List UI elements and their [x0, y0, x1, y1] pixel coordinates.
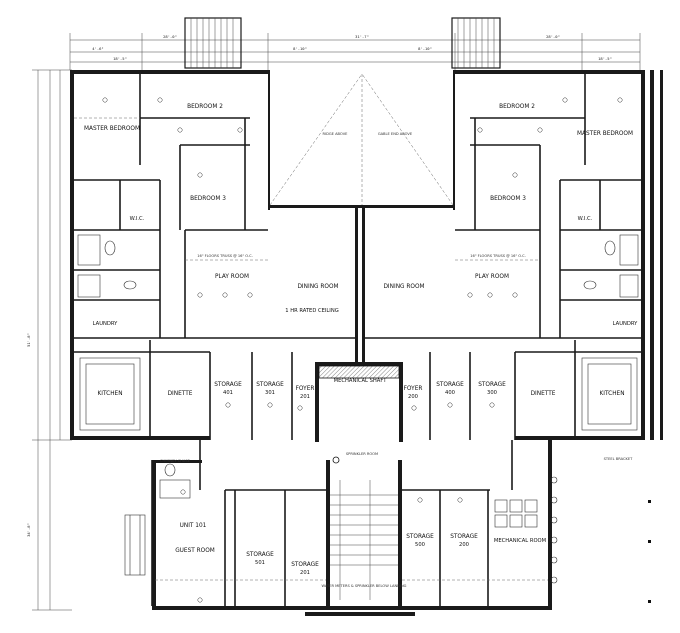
interior-walls-right: [365, 74, 641, 440]
dim-tick: 4'-6": [92, 46, 103, 51]
top-dimension-lines: 28'-0" 31'-7" 28'-0" 4'-6" 18'-5" 8'-10"…: [69, 33, 641, 70]
room-label: STORAGE: [256, 382, 284, 388]
interior-walls-left: [74, 74, 355, 440]
dim-left-lower: 34'-8": [26, 523, 31, 537]
interior-walls-lower: [151, 440, 513, 606]
room-label: STORAGE: [436, 382, 464, 388]
dim-left-vertical: 51'-8": [26, 333, 31, 347]
ridge-note: RIDGE ABOVE: [323, 132, 349, 136]
ridge-lines: RIDGE ABOVE GABLE END ABOVE: [269, 73, 454, 206]
room-label: 1 HR RATED CEILING: [285, 308, 338, 314]
room-label: BEDROOM 3: [190, 196, 226, 202]
room-label: PLAY ROOM: [215, 274, 249, 280]
dim-top-mid: 31'-7": [355, 34, 369, 39]
dim-top-right: 28'-0": [546, 34, 560, 39]
gable-note: GABLE END ABOVE: [378, 132, 413, 136]
room-number: 400: [445, 390, 455, 396]
right-edge-markers: [648, 500, 651, 603]
room-label: MECHANICAL ROOM: [494, 538, 546, 544]
truss-note-right: 16" FLOORS TRUSS @ 16" O.C.: [470, 254, 526, 258]
top-stair-left: [184, 17, 242, 69]
room-label: BEDROOM 2: [187, 104, 223, 110]
room-label: DINETTE: [531, 391, 556, 397]
room-label: LAUNDRY: [613, 321, 639, 327]
room-number: 401: [223, 390, 233, 396]
room-note: STEEL BRACKET: [604, 457, 634, 461]
room-note: WATER METERS & SPRINKLER BELOW LANDING: [322, 584, 407, 588]
room-label: BEDROOM 2: [499, 104, 535, 110]
room-label: PLAY ROOM: [475, 274, 509, 280]
room-label: MASTER BEDROOM: [577, 131, 633, 137]
room-number: 200: [459, 542, 469, 548]
left-dimension-lines: 51'-8" 34'-8": [26, 69, 72, 611]
room-number: 201: [300, 570, 310, 576]
room-label: STORAGE: [246, 552, 274, 558]
room-number: 500: [415, 542, 425, 548]
ceiling-fixture-symbols: [102, 97, 623, 603]
exterior-walls: [70, 70, 663, 610]
room-note: SPRINKLER ROOM: [346, 452, 378, 456]
room-number: 501: [255, 560, 265, 566]
room-label: UNIT 101: [180, 523, 207, 529]
room-label: STORAGE: [450, 534, 478, 540]
room-label: DINING ROOM: [297, 284, 338, 290]
room-label: BEDROOM 3: [490, 196, 526, 202]
room-number: 300: [487, 390, 497, 396]
bathroom-fixtures: [77, 234, 639, 576]
room-label: STORAGE: [291, 562, 319, 568]
room-label: STORAGE: [478, 382, 506, 388]
room-label: LAUNDRY: [93, 321, 119, 327]
room-label: KITCHEN: [599, 391, 624, 397]
room-label: STORAGE: [406, 534, 434, 540]
room-number: 301: [265, 390, 275, 396]
room-number: 200: [408, 394, 418, 400]
mechanical-equipment: [494, 476, 558, 584]
room-label: KITCHEN: [97, 391, 122, 397]
dim-tick: 18'-5": [113, 56, 127, 61]
room-label: GUEST ROOM: [175, 548, 215, 554]
dim-tick: 8'-10": [293, 46, 307, 51]
room-label: W.I.C.: [578, 216, 593, 222]
truss-note-left: 16" FLOORS TRUSS @ 16" O.C.: [197, 254, 253, 258]
room-label: DINETTE: [168, 391, 193, 397]
room-label: STORAGE: [214, 382, 242, 388]
room-label: FOYER: [404, 386, 423, 392]
room-label: MECHANICAL SHAFT: [334, 378, 388, 384]
dim-tick: 8'-10": [418, 46, 432, 51]
kitchen-counters: [79, 357, 638, 431]
room-label: DINING ROOM: [383, 284, 424, 290]
room-label: MASTER BEDROOM: [84, 126, 140, 132]
room-number: 201: [300, 394, 310, 400]
room-label: W.I.C.: [130, 216, 145, 222]
dim-tick: 18'-5": [598, 56, 612, 61]
center-stair-core: [305, 365, 415, 616]
room-labels: MASTER BEDROOM BEDROOM 2 BEDROOM 3 W.I.C…: [84, 104, 638, 588]
truss-lines: 16" FLOORS TRUSS @ 16" O.C. 16" FLOORS T…: [74, 117, 548, 581]
room-note: CHIMNEY CHASE: [160, 459, 191, 463]
dim-top-left: 28'-0": [163, 34, 177, 39]
room-label: FOYER: [296, 386, 315, 392]
top-stair-right: [451, 17, 501, 69]
